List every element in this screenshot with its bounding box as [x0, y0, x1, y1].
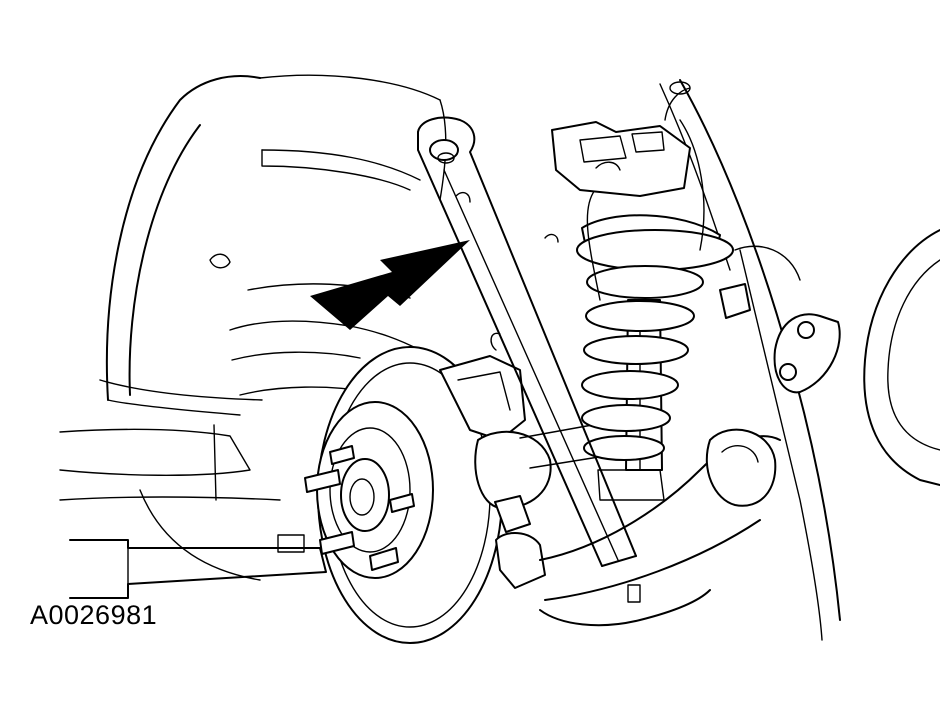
stabilizer-link — [719, 245, 841, 394]
lower-control-arm — [539, 428, 781, 627]
lower-rail — [59, 424, 327, 599]
coil-spring-strut — [576, 119, 734, 501]
knuckle — [439, 332, 631, 589]
brake-rotor — [304, 346, 503, 644]
figure-code: A0026981 — [30, 600, 158, 630]
strut-mount — [551, 81, 691, 197]
wheel-studs — [304, 445, 415, 571]
tire — [863, 229, 940, 486]
arrow-icon — [310, 240, 470, 330]
upper-control-arm — [417, 116, 637, 567]
